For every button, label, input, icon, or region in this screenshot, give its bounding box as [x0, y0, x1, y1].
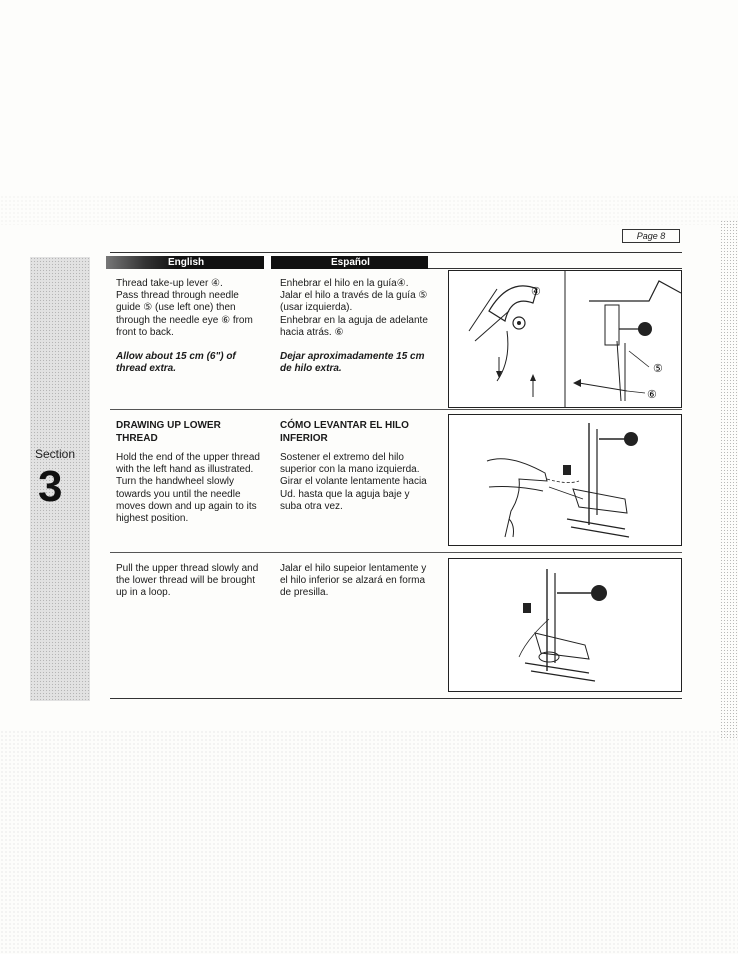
block3-english-text: Pull the upper thread slowly and the low…: [116, 563, 259, 599]
block2-spanish-title: CÓMO LEVANTAR EL HILO INFERIOR: [280, 420, 409, 444]
block2-spanish-text: Sostener el extremo del hilo superior co…: [280, 452, 427, 512]
illustration-hold-thread: [448, 414, 682, 546]
block1-english-text: Thread take-up lever ④. Pass thread thro…: [116, 278, 253, 338]
header-gap: [264, 256, 271, 269]
section-label: Section: [35, 447, 76, 461]
block1-spanish-note: Dejar aproximadamente 15 cm de hilo extr…: [280, 351, 425, 375]
thread-guide-drawing: ④ ⑤ ⑥: [468, 271, 682, 407]
divider-1: [110, 409, 682, 410]
block2-english-title: DRAWING UP LOWER THREAD: [116, 420, 221, 444]
hold-thread-drawing: [486, 423, 638, 538]
section-sidebar: [30, 257, 90, 701]
header-spanish: Español: [271, 256, 428, 269]
callout-6: ⑥: [647, 389, 657, 401]
header-rule: [428, 268, 682, 269]
divider-2: [110, 552, 682, 553]
callout-4: ④: [531, 286, 541, 298]
page-number-label: Page 8: [622, 229, 680, 243]
block1-spanish-text: Enhebrar el hilo en la guía④. Jalar el h…: [280, 278, 428, 338]
block1-english-note: Allow about 15 cm (6") of thread extra.: [116, 351, 236, 375]
top-rule: [110, 252, 682, 253]
callout-5: ⑤: [653, 363, 663, 375]
block3-spanish-text: Jalar el hilo supeior lentamente y el hi…: [280, 563, 427, 599]
bottom-rule: [110, 698, 682, 699]
illustration-pull-thread: [448, 558, 682, 692]
header-english: English: [106, 256, 264, 269]
scan-noise-bottom: [0, 730, 738, 954]
scan-noise-top: [0, 195, 738, 225]
scan-noise-right-edge: [720, 220, 738, 740]
illustration-thread-guide: ④ ⑤ ⑥: [448, 270, 682, 408]
section-number: 3: [38, 462, 63, 511]
pull-thread-drawing: [518, 569, 607, 682]
block2-english-text: Hold the end of the upper thread with th…: [116, 452, 260, 525]
